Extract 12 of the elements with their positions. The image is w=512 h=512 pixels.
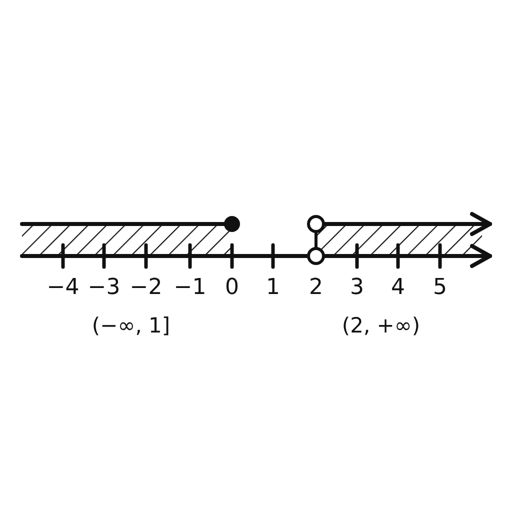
tick-label: −2: [130, 277, 162, 299]
tick-label: −4: [46, 277, 80, 299]
tick-label: 1: [266, 277, 280, 299]
tick-label: −3: [88, 277, 120, 299]
tick-label: 5: [433, 277, 447, 299]
tick-label: −1: [174, 277, 206, 299]
tick-label: 0: [225, 277, 239, 299]
tick-label: 3: [350, 277, 364, 299]
tick-label: 4: [391, 277, 405, 299]
interval-label: (−∞, 1]: [92, 316, 170, 336]
interval-label: (2, +∞): [342, 316, 420, 336]
tick-label: 2: [309, 277, 323, 299]
